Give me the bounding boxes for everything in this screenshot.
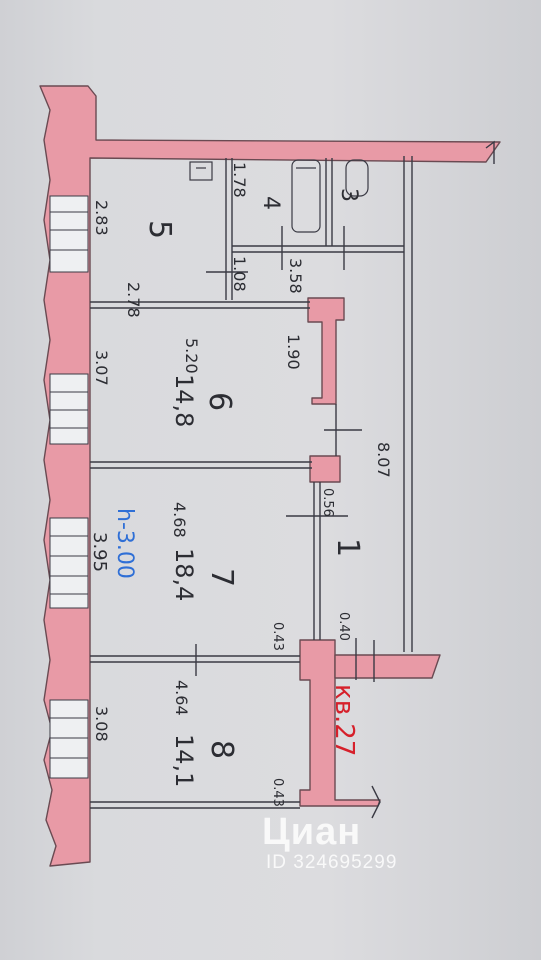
dim-4-64: 4.64 xyxy=(172,680,191,716)
stove-icon xyxy=(189,161,213,181)
ceiling-height-label: h-3.00 xyxy=(112,508,137,579)
toilet-icon xyxy=(345,159,369,197)
dim-2-78: 2.78 xyxy=(124,282,143,318)
windows xyxy=(49,195,89,779)
room-area-6: 14,8 xyxy=(170,374,198,427)
room-number-1: 1 xyxy=(330,538,365,557)
dim-1-90: 1.90 xyxy=(284,334,303,370)
walls xyxy=(39,85,501,867)
bathtub-icon xyxy=(291,159,321,233)
dim-0-56: 0.56 xyxy=(320,488,335,517)
room-number-3: 3 xyxy=(336,188,361,202)
room-area-8: 14,1 xyxy=(170,734,198,787)
dim-8-07: 8.07 xyxy=(374,442,393,478)
room-number-4: 4 xyxy=(258,196,283,210)
watermark: Циан ID 324695299 xyxy=(262,812,397,874)
dim-3-07: 3.07 xyxy=(92,350,111,386)
sanitary-fixtures xyxy=(189,159,369,233)
apartment-number-label: кв.27 xyxy=(329,684,359,756)
watermark-id: ID 324695299 xyxy=(266,852,398,873)
room-number-8: 8 xyxy=(204,740,239,759)
dim-1-78: 1.78 xyxy=(230,162,249,198)
dim-3-58: 3.58 xyxy=(286,258,305,294)
dim-3-95: 3.95 xyxy=(89,532,110,572)
dim-5-20: 5.20 xyxy=(182,338,201,374)
dim-1-08: 1.08 xyxy=(230,256,249,292)
dim-0-43-bottom: 0.43 xyxy=(270,778,285,807)
dim-4-68: 4.68 xyxy=(170,502,189,538)
dim-2-83: 2.83 xyxy=(92,200,111,236)
room-number-6: 6 xyxy=(202,392,237,411)
watermark-logo: Циан xyxy=(262,811,362,853)
dim-3-08: 3.08 xyxy=(92,706,111,742)
window-bars xyxy=(50,211,88,759)
dim-0-40: 0.40 xyxy=(336,612,351,641)
dim-0-43-top: 0.43 xyxy=(270,622,285,651)
partitions xyxy=(90,140,495,819)
room-number-7: 7 xyxy=(204,568,239,587)
room-area-7: 18,4 xyxy=(170,548,198,601)
room-number-5: 5 xyxy=(142,220,177,239)
